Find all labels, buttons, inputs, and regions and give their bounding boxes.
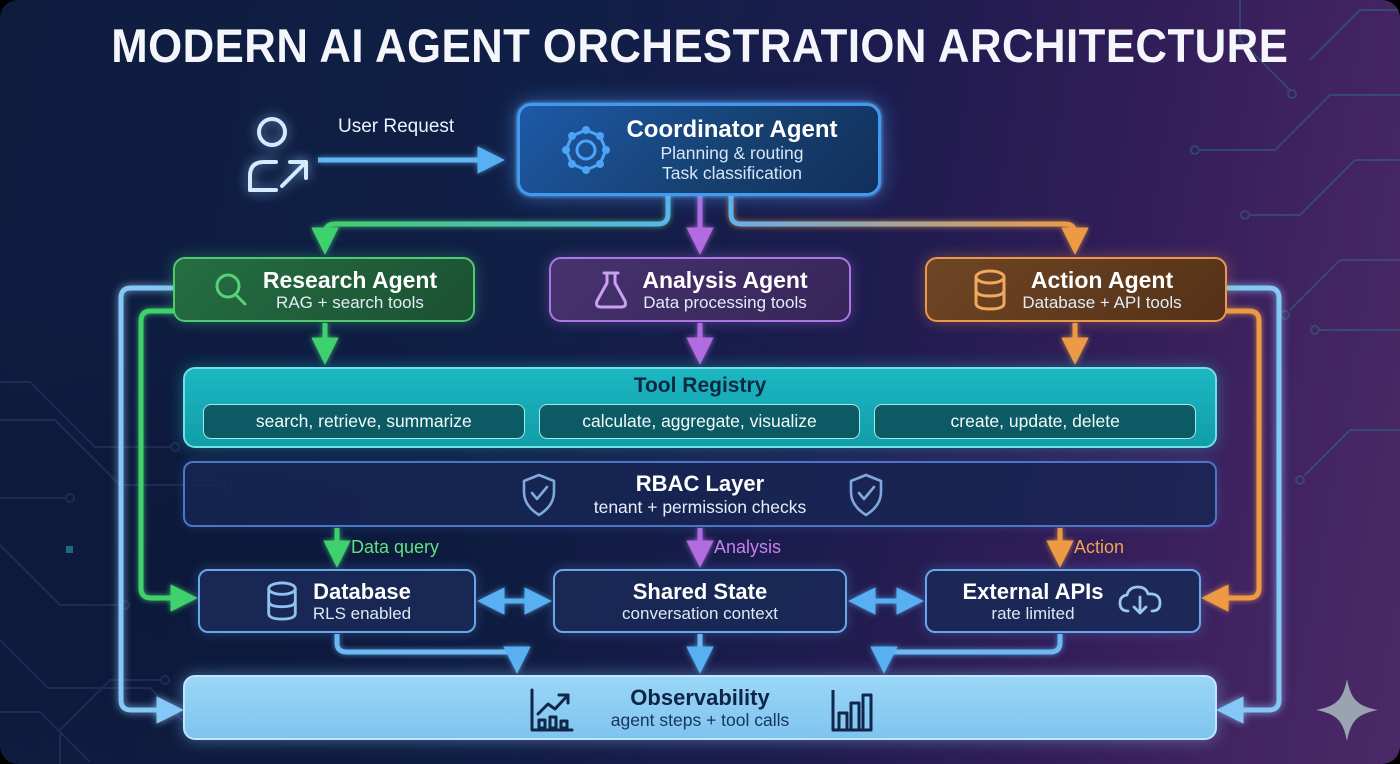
shared-state-subtitle: conversation context	[622, 603, 778, 623]
edge-coordinator-to-action	[728, 196, 1089, 255]
coordinator-line1: Planning & routing	[660, 143, 804, 164]
observability-subtitle: agent steps + tool calls	[610, 710, 790, 731]
rbac-subtitle: tenant + permission checks	[593, 496, 807, 517]
node-analysis-agent: Analysis Agent Data processing tools	[549, 257, 851, 322]
rbac-title: RBAC Layer	[635, 471, 765, 497]
analysis-subtitle: Data processing tools	[643, 292, 807, 312]
edge-database-to-observability	[334, 634, 531, 674]
sparkle-icon	[1316, 679, 1378, 741]
edge-research-to-observability-rail	[118, 285, 184, 724]
edge-action-to-observability-rail	[1216, 285, 1282, 724]
action-title: Action Agent	[1030, 266, 1174, 293]
external-apis-subtitle: rate limited	[991, 603, 1075, 623]
edge-label-data-query: Data query	[351, 537, 440, 557]
tool-registry-title: Tool Registry	[633, 374, 767, 397]
edge-label-analysis: Analysis	[714, 537, 782, 557]
search-icon	[215, 273, 247, 305]
coordinator-title: Coordinator Agent	[626, 115, 838, 143]
analysis-title: Analysis Agent	[642, 266, 808, 293]
node-coordinator-agent: Coordinator Agent Planning & routing Tas…	[517, 103, 881, 196]
cloud-download-icon	[1118, 585, 1161, 615]
edge-action-to-external-apis-rail	[1201, 308, 1262, 612]
shield-check-icon	[522, 473, 556, 517]
flask-icon	[595, 271, 628, 308]
database-subtitle: RLS enabled	[312, 603, 412, 623]
page-title: MODERN AI AGENT ORCHESTRATION ARCHITECTU…	[111, 19, 1289, 72]
database-icon	[974, 269, 1006, 311]
bar-chart-icon	[831, 690, 873, 732]
coordinator-line2: Task classification	[661, 163, 803, 184]
node-research-agent: Research Agent RAG + search tools	[173, 257, 475, 322]
external-apis-title: External APIs	[962, 578, 1104, 604]
node-observability: Observability agent steps + tool calls	[183, 675, 1217, 740]
tool-group-create: create, update, delete	[874, 404, 1197, 439]
research-title: Research Agent	[262, 266, 438, 293]
database-icon	[267, 581, 297, 621]
tool-group-calculate: calculate, aggregate, visualize	[538, 404, 861, 439]
user-request-label: User Request	[338, 116, 455, 137]
edge-label-action: Action	[1074, 537, 1125, 557]
hub-icon	[562, 125, 611, 174]
research-subtitle: RAG + search tools	[276, 292, 424, 312]
tool-group-search: search, retrieve, summarize	[203, 404, 525, 439]
shared-state-title: Shared State	[632, 578, 768, 604]
edge-coordinator-to-research	[311, 196, 671, 255]
database-title: Database	[313, 578, 411, 604]
node-database: Database RLS enabled	[198, 569, 476, 633]
edge-external-apis-to-observability	[870, 634, 1063, 674]
node-shared-state: Shared State conversation context	[553, 569, 847, 633]
observability-title: Observability	[630, 684, 770, 710]
edge-research-to-database-rail	[138, 308, 198, 612]
node-external-apis: External APIs rate limited	[925, 569, 1201, 633]
shield-check-icon	[849, 473, 883, 517]
line-chart-icon	[530, 688, 574, 732]
node-rbac-layer: RBAC Layer tenant + permission checks	[183, 461, 1217, 527]
action-subtitle: Database + API tools	[1022, 292, 1182, 312]
node-tool-registry: Tool Registry search, retrieve, summariz…	[183, 367, 1217, 448]
node-action-agent: Action Agent Database + API tools	[925, 257, 1227, 322]
user-icon	[248, 117, 308, 192]
